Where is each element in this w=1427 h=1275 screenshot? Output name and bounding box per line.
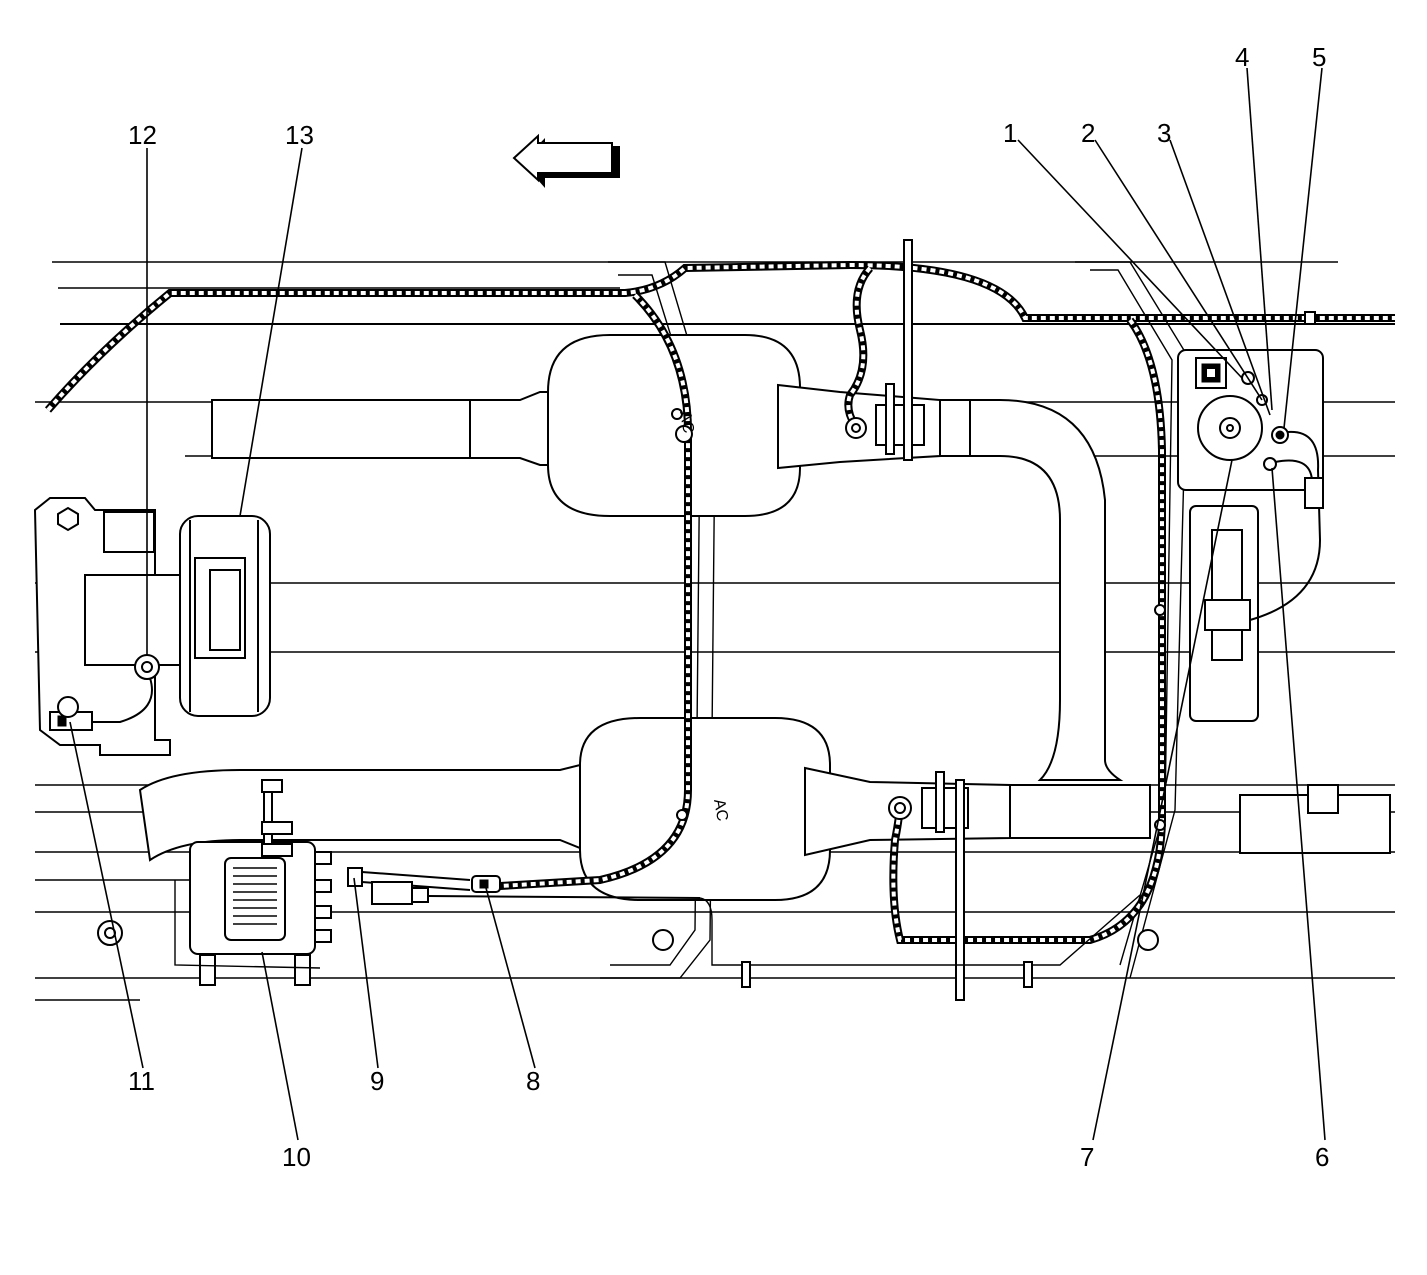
callout-6: 6 xyxy=(1315,1142,1329,1172)
callout-1: 1 xyxy=(1003,118,1017,148)
mounting-bolts xyxy=(97,408,1166,988)
oxygen-sensor-upper xyxy=(845,239,925,461)
control-module xyxy=(174,779,332,986)
callout-3: 3 xyxy=(1157,118,1171,148)
callout-4: 4 xyxy=(1235,42,1249,72)
speed-sensor xyxy=(49,654,160,731)
ac-mark-top: AC xyxy=(676,410,697,435)
callout-9: 9 xyxy=(370,1066,384,1096)
callout-2: 2 xyxy=(1081,118,1095,148)
secondary-air-pump xyxy=(1177,311,1324,722)
callout-numbers: 1 2 3 4 5 6 7 8 9 10 11 12 13 xyxy=(128,42,1329,1172)
lower-exhaust xyxy=(138,717,1391,901)
callout-8: 8 xyxy=(526,1066,540,1096)
ac-mark-bottom: AC xyxy=(710,798,731,823)
callout-leaders xyxy=(69,67,1326,1141)
crossmember-left xyxy=(600,261,716,979)
callout-11: 11 xyxy=(128,1066,155,1096)
callout-10: 10 xyxy=(282,1142,311,1172)
callout-7: 7 xyxy=(1080,1142,1094,1172)
hose-fitting xyxy=(347,867,1141,966)
forward-arrow-icon xyxy=(512,133,620,188)
upper-exhaust xyxy=(211,334,1124,781)
callout-13: 13 xyxy=(285,120,314,150)
callout-12: 12 xyxy=(128,120,157,150)
callout-5: 5 xyxy=(1312,42,1326,72)
wiring-harness-upper xyxy=(44,260,1395,944)
oxygen-sensor-lower xyxy=(888,771,969,1001)
transmission-housing xyxy=(33,497,271,756)
electrical-connector xyxy=(471,875,501,893)
